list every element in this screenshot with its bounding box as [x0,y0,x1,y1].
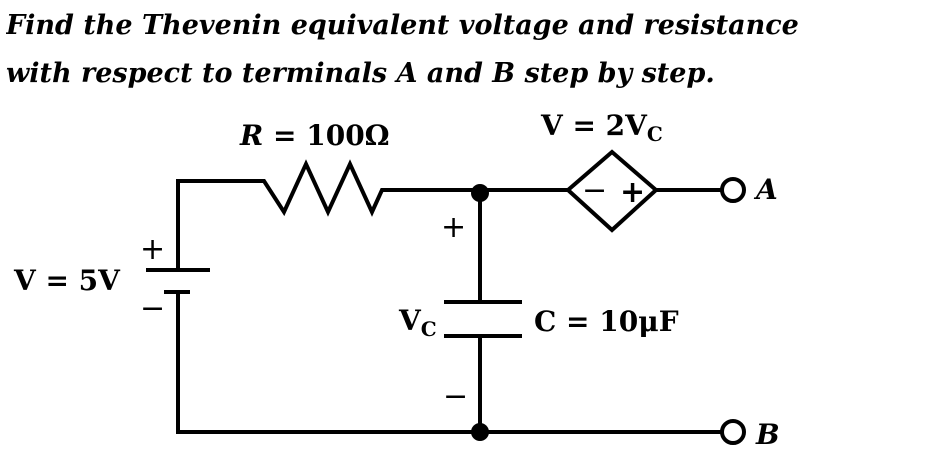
vc-label: VC [398,304,437,341]
terminal-a-label: A [753,173,778,206]
capacitor-label: C = 10μF [534,305,679,338]
terminal-a-circle [720,177,746,203]
dependent-source-label: V = 2VC [540,109,663,146]
vc-minus-sign: − [443,379,468,414]
terminal-b-circle [720,419,746,445]
wire-left-top [176,179,254,270]
dependent-source-plus: + [620,175,645,210]
question-text: Find the Thevenin equivalent voltage and… [6,2,932,98]
node-bottom-dot [471,423,489,441]
battery-plus-sign: + [140,232,165,267]
question-line-2: with respect to terminals A and B step b… [6,58,715,89]
resistor-symbol [250,159,482,217]
dependent-source-minus: − [582,173,607,208]
battery-minus-sign: − [140,291,165,326]
wire-bottom [176,290,724,434]
question-line-1: Find the Thevenin equivalent voltage and… [6,10,799,41]
vc-plus-sign: + [441,210,466,245]
terminal-b-label: B [755,418,780,450]
resistor-label: R = 100Ω [239,119,390,152]
battery-label: V = 5V [13,264,121,297]
